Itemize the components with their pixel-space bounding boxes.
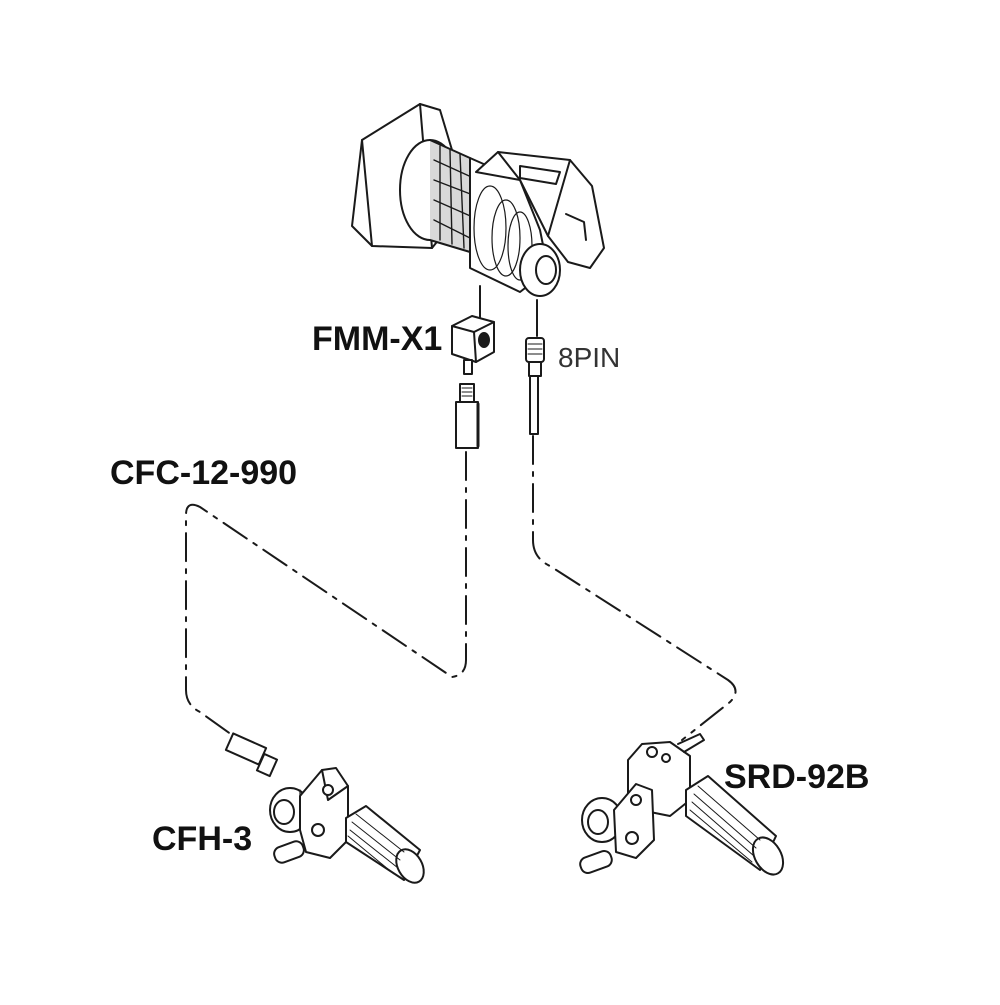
zoom-lens	[352, 104, 604, 296]
fmm-x1-module	[452, 316, 494, 374]
cfc-cable	[186, 452, 466, 735]
label-fmm-x1: FMM-X1	[312, 320, 443, 358]
label-srd-92b: SRD-92B	[724, 758, 870, 796]
cables	[186, 286, 736, 740]
label-8pin: 8PIN	[558, 342, 621, 373]
servo-drive-unit	[476, 152, 604, 268]
label-cfc-12-990: CFC-12-990	[110, 454, 298, 492]
lens-mount	[520, 244, 560, 296]
label-cfh-3: CFH-3	[152, 820, 253, 858]
8pin-connector	[526, 338, 544, 434]
srd-92b-zoom-demand	[578, 734, 789, 880]
cfh-3-focus-demand	[226, 733, 429, 887]
cfc-connector-top	[456, 384, 478, 448]
srd-cable	[533, 436, 736, 740]
